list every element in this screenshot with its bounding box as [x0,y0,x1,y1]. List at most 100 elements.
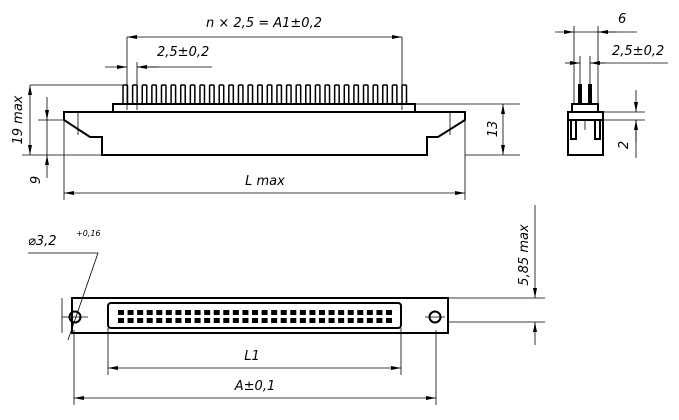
contact [146,310,153,315]
pin [179,84,186,105]
contact [127,310,134,315]
pin-row [122,84,408,105]
contact [357,318,364,323]
contact [280,318,287,323]
contact [386,310,392,315]
contact [328,318,335,323]
dim-a: A±0,1 [234,379,275,394]
contact [252,318,258,323]
contact [290,310,297,315]
pin [131,84,138,105]
pin [382,84,389,105]
pin [314,84,321,105]
contact [118,310,124,315]
contact [232,310,239,315]
contact [223,318,230,323]
contact [137,318,144,323]
contact [156,310,163,315]
pin [324,84,331,105]
contact [185,310,191,315]
contact [185,318,191,323]
contact [165,318,172,323]
contact [319,310,325,315]
pin [276,84,283,105]
contact [242,318,249,323]
hole-diameter: ⌀3,2 [28,234,57,249]
dim-pitch-total: n × 2,5 = A1±0,2 [206,16,322,31]
contact [156,318,163,323]
dim-height: 5,85 max [517,224,532,286]
pin [343,84,350,105]
dim-length: L max [245,174,285,189]
contact [338,310,345,315]
contact [194,318,201,323]
side-dim-width: 6 [618,12,626,27]
pin [256,84,263,105]
dim-l1: L1 [244,349,260,364]
connector-body [63,111,466,156]
pin [333,84,340,105]
contact [309,310,316,315]
contact [252,310,258,315]
contact [319,318,325,323]
contact [376,318,383,323]
contact [328,310,335,315]
contact [338,318,345,323]
contact [204,310,211,315]
pin [353,84,360,105]
contact [347,318,354,323]
pin [228,84,235,105]
pin [237,84,244,105]
dim-9: 9 [29,176,44,184]
contact [223,310,230,315]
contact [366,310,373,315]
contact [175,318,182,323]
pin [189,84,196,105]
contact [280,310,287,315]
pin [401,84,408,105]
contact [357,310,364,315]
pin [208,84,215,105]
bottom-view: ⌀3,2 +0,16 5,85 max L1 A±0,1 [28,205,545,405]
contact [347,310,354,315]
contact [146,318,153,323]
side-view: 6 2,5±0,2 2 [555,12,668,158]
top-plate [112,103,416,113]
contact [271,318,278,323]
pin [295,84,302,105]
contact [271,310,278,315]
contact-rows [118,310,392,323]
pin [247,84,254,105]
contact [232,318,239,323]
dim-pitch: 2,5±0,2 [157,45,209,60]
contact [309,318,316,323]
contact [386,318,392,323]
pin [362,84,369,105]
contact [118,318,124,323]
contact [213,318,220,323]
contact [290,318,297,323]
pin [372,84,379,105]
pin [266,84,273,105]
contact [175,310,182,315]
contact [165,310,172,315]
bottom-plate [71,297,449,334]
contact [213,310,220,315]
contact [299,310,306,315]
front-view: n × 2,5 = A1±0,2 2,5±0,2 19 max 9 13 L m… [11,16,520,200]
contact [242,310,249,315]
contact [299,318,306,323]
contact [366,318,373,323]
pin [199,84,206,105]
pin [141,84,148,105]
pin [218,84,225,105]
contact [376,310,383,315]
side-pin [588,84,592,104]
pin [305,84,312,105]
pin [285,84,292,105]
pin [160,84,167,105]
side-dim-2: 2 [617,141,632,149]
hole-tolerance: +0,16 [76,229,101,238]
dim-13: 13 [486,121,501,138]
